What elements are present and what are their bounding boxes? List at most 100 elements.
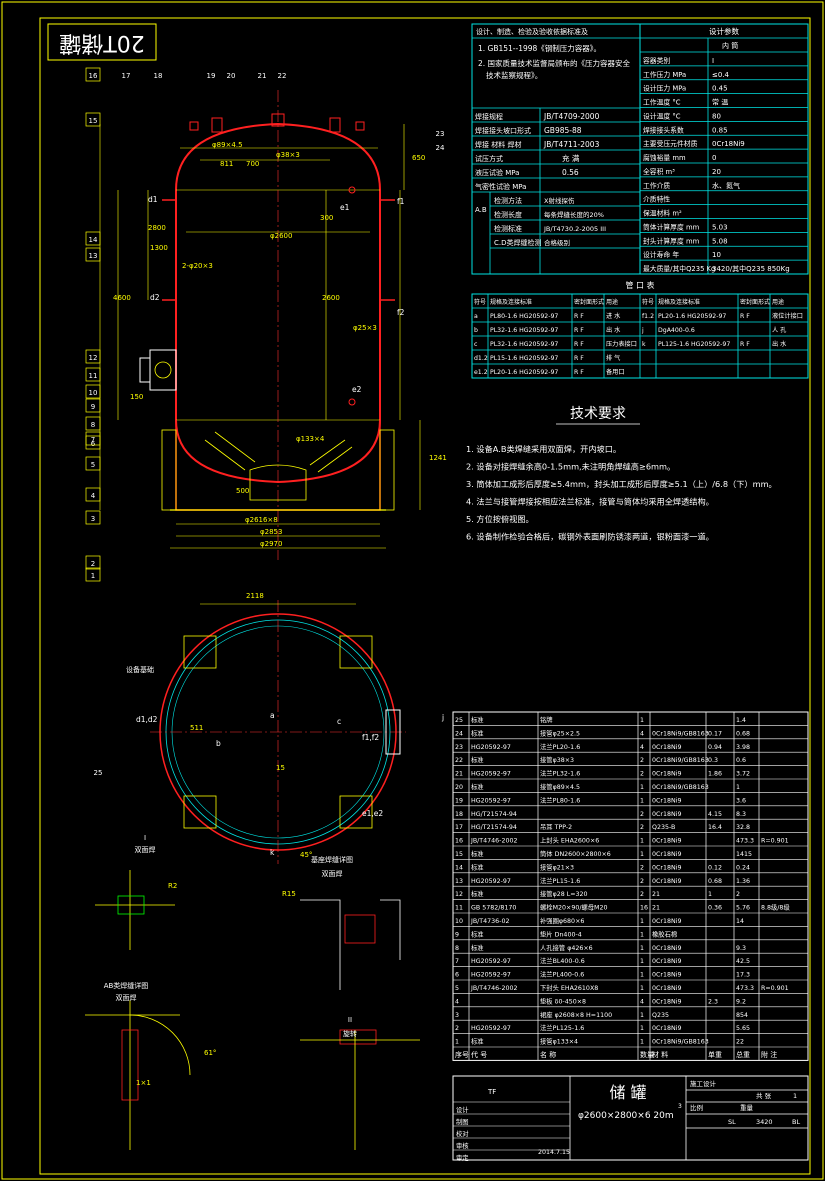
bom-cell: 21 (652, 905, 660, 912)
bom-cell: 接管φ133×4 (540, 1037, 578, 1046)
nozzle-cell: R F (740, 313, 750, 320)
bom-cell: 1 (640, 784, 644, 791)
part-callout: 25 (94, 769, 103, 777)
bom-cell: 1 (640, 717, 644, 724)
nozzle-cell: b (474, 327, 478, 334)
dimension-label: 700 (246, 160, 259, 168)
nozzle-cell: 压力表接口 (606, 340, 637, 348)
part-callout: 2 (91, 560, 95, 568)
part-callout: 9 (91, 403, 95, 411)
bom-cell: 法兰BL400-0.6 (540, 956, 585, 965)
spec-row-label: 焊接 材料 焊材 (475, 140, 521, 149)
bom-cell: 上封头 EHA2600×6 (540, 836, 599, 845)
bom-cell: JB/T4746-2002 (470, 838, 517, 845)
design-row-label: 介质特性 (643, 195, 670, 204)
test-row-label: 试压方式 (475, 154, 503, 163)
bom-cell: HG/T21574-94 (471, 811, 517, 818)
bom-cell: 4 (640, 744, 644, 751)
bom-cell: HG20592-97 (471, 1025, 511, 1032)
tb-weight: 3420 (756, 1118, 773, 1126)
bom-cell: 3.72 (736, 771, 750, 778)
bom-cell: 0.68 (736, 730, 750, 737)
part-callout: 1 (91, 572, 95, 580)
bom-cell: 4 (455, 998, 459, 1005)
spec-row-value: GB985-88 (544, 126, 582, 135)
dimension-label: φ133×4 (296, 435, 325, 443)
design-row-label: 焊接接头系数 (643, 125, 684, 134)
design-row-label: 主要受压元件材质 (643, 139, 698, 148)
bom-cell: 1 (455, 1039, 459, 1046)
design-row-value: 3420/其中Q235 850Kg (712, 264, 790, 273)
bom-cell: 7 (455, 958, 459, 965)
nozzle-label: f1 (397, 197, 405, 206)
tb-sig-label: 校对 (456, 1129, 469, 1138)
nozzle-label: a (270, 711, 275, 720)
nozzle-header: 密封面形式 (574, 298, 604, 306)
bom-cell: 标准 (471, 715, 484, 724)
bom-cell: 0Cr18Ni9/GB8163 (652, 757, 709, 764)
bom-cell: 0Cr18Ni9/GB8163 (652, 730, 709, 737)
design-row-value: I (712, 57, 714, 65)
bom-cell: 14 (736, 918, 744, 925)
nozzle-label: c (337, 717, 341, 726)
design-row-label: 全容积 m³ (643, 167, 675, 176)
dimension-label: 1×1 (136, 1079, 151, 1087)
bom-cell: 0Cr18Ni9/GB8163 (652, 1039, 709, 1046)
tb-sig-label: 审核 (456, 1141, 469, 1150)
bom-cell: 2 (640, 771, 644, 778)
drawing-labels: φ2600φ2616×8φ2853φ2970φ133×4φ89×4.5φ38×3… (85, 67, 447, 1087)
nozzle-cell: e1.2 (474, 369, 488, 376)
nozzle-cell: R F (574, 355, 584, 362)
bom-cell: 5.76 (736, 905, 750, 912)
part-callout: 16 (89, 72, 98, 80)
nozzle-label: d2 (150, 293, 160, 302)
bom-cell: 854 (736, 1012, 748, 1019)
nozzle-cell: 出 水 (772, 340, 787, 348)
bom-cell: 补强圈φ680×6 (540, 916, 584, 925)
design-row-label: 设计寿命 年 (643, 250, 679, 259)
nozzle-label: j (441, 713, 444, 722)
inner-frame (39, 17, 811, 1175)
part-callout: 13 (89, 252, 98, 260)
bom-cell: 接管φ25×2.5 (540, 728, 580, 737)
bom-cell: 法兰PL20-1.6 (540, 742, 580, 751)
dimension-label: 2118 (246, 592, 264, 600)
bom-cell: HG/T21574-94 (471, 824, 517, 831)
stamp-box: 20T储罐 (47, 23, 157, 61)
bom-cell: 0Cr18Ni9 (652, 838, 681, 845)
bom-cell: 473.3 (736, 985, 754, 992)
bom-cell: 0Cr18Ni9 (652, 864, 681, 871)
tb-cube: 3 (678, 1103, 682, 1110)
bom-cell: 接管φ89×4.5 (540, 782, 580, 791)
nozzle-label: e1,e2 (362, 809, 383, 818)
tb-scale: SL (728, 1118, 736, 1126)
bom-header: 附 注 (761, 1050, 777, 1059)
nozzle-cell: 人 孔 (772, 326, 786, 334)
bom-cell: 法兰PL80-1.6 (540, 795, 580, 804)
bom-header: 材 料 (652, 1050, 668, 1059)
bom-cell: HG20592-97 (471, 744, 511, 751)
bom-cell: 4 (640, 998, 644, 1005)
part-callout: 19 (207, 72, 216, 80)
bom-cell: 1 (640, 1039, 644, 1046)
bom-cell: 标准 (471, 862, 484, 871)
design-row-value: 5.03 (712, 223, 728, 231)
bom-cell: 接管φ38×3 (540, 755, 574, 764)
bom-cell: 法兰PL32-1.6 (540, 769, 580, 778)
part-callout: 7 (91, 436, 95, 444)
view-label: 双面焊 (116, 993, 137, 1002)
nozzle-label: k (270, 848, 275, 857)
view-label: II (348, 1016, 352, 1024)
bom-cell: 1.86 (708, 771, 722, 778)
dimension-label: R15 (282, 890, 296, 898)
dimension-label: 2800 (148, 224, 166, 232)
dimension-label: 150 (130, 393, 143, 401)
nozzle-header: 符号 (642, 298, 654, 306)
nozzle-cell: 液位计接口 (772, 312, 803, 320)
part-callout: 18 (154, 72, 163, 80)
bom-cell: 标准 (471, 849, 484, 858)
bom-cell: 17.3 (736, 972, 750, 979)
